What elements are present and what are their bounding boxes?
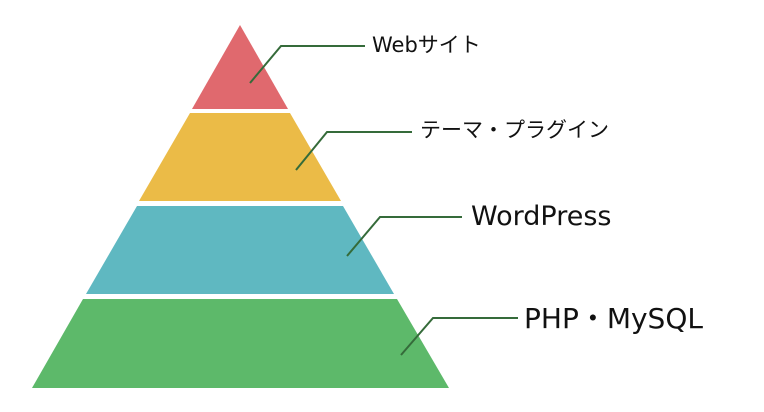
label-php-mysql: PHP・MySQL bbox=[524, 302, 703, 335]
label-wordpress: WordPress bbox=[471, 201, 612, 232]
leader-line-php-mysql bbox=[400, 317, 518, 356]
layer-php-mysql bbox=[32, 299, 449, 388]
label-website: Webサイト bbox=[372, 33, 481, 57]
leader-line-themes-plugins bbox=[295, 131, 412, 171]
layer-website bbox=[192, 25, 288, 109]
layer-themes-plugins bbox=[139, 113, 341, 201]
leader-line-wordpress bbox=[346, 216, 462, 257]
leader-line-website bbox=[249, 45, 365, 84]
layer-wordpress bbox=[86, 206, 394, 294]
label-themes-plugins: テーマ・プラグイン bbox=[420, 118, 609, 142]
